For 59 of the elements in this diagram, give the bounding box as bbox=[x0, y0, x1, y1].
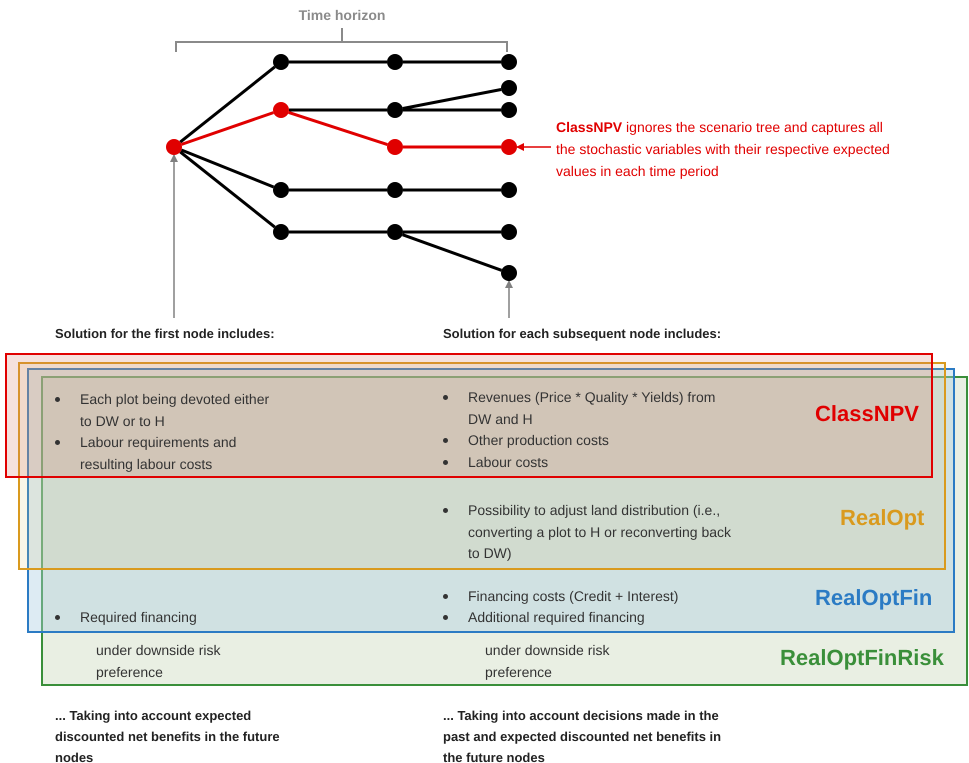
arrow bbox=[170, 154, 178, 318]
branch-line bbox=[288, 111, 388, 146]
bullet-text: Additional required financing bbox=[468, 608, 645, 627]
branch-line bbox=[289, 230, 387, 234]
annotation-text: ClassNPV ignores the scenario tree and captures all the stochastic variables with their respective expected values in each time period bbox=[556, 116, 901, 182]
model-box bbox=[41, 376, 968, 686]
bullet-text: Possibility to adjust land distribution (i.e., converting a plot to H or reconverting back to DW) bbox=[468, 501, 732, 563]
model-label: ClassNPV bbox=[815, 400, 920, 428]
branch-line bbox=[289, 60, 387, 64]
tree-node bbox=[501, 80, 517, 96]
bullet-text: Other production costs bbox=[468, 431, 609, 450]
tree-node bbox=[387, 182, 403, 198]
arrow bbox=[516, 143, 551, 151]
tree-node bbox=[387, 102, 403, 118]
tree-node bbox=[501, 182, 517, 198]
tree-node bbox=[501, 224, 517, 240]
bullet-text: Labour requirements and resulting labour costs bbox=[80, 433, 238, 474]
bullet-text: Required financing bbox=[80, 608, 197, 627]
tree-node bbox=[501, 102, 517, 118]
tree-node bbox=[273, 54, 289, 70]
tree-node bbox=[501, 139, 517, 155]
tree-node bbox=[273, 224, 289, 240]
model-box bbox=[5, 353, 933, 478]
tree-node bbox=[501, 265, 517, 281]
model-label: RealOptFin bbox=[815, 584, 934, 612]
branch-line bbox=[403, 146, 501, 148]
bullet-text: Each plot being devoted either to DW or to H bbox=[80, 390, 270, 430]
tree-node bbox=[387, 139, 403, 155]
footnote-text: ... Taking into account expected discounted net benefits in the future nodes bbox=[55, 707, 281, 763]
bullet-text: Labour costs bbox=[468, 453, 548, 472]
branch-line bbox=[181, 111, 274, 146]
branch-line bbox=[403, 230, 501, 234]
caption-text: Solution for each subsequent node includes: bbox=[443, 324, 783, 344]
footnote-text: ... Taking into account decisions made in the past and expected discounted net benefits in the future nodes bbox=[443, 707, 722, 763]
branch-line bbox=[180, 148, 274, 188]
branch-line bbox=[402, 233, 502, 272]
bullet-text: Revenues (Price * Quality * Yields) from DW and H bbox=[468, 388, 716, 428]
tree-node bbox=[166, 139, 182, 155]
branch-line bbox=[179, 150, 276, 228]
branch-line bbox=[179, 66, 276, 144]
model-label: RealOpt bbox=[840, 504, 926, 532]
model-label: RealOptFinRisk bbox=[780, 644, 945, 672]
tree-node bbox=[387, 224, 403, 240]
tree-node bbox=[501, 54, 517, 70]
tree-node bbox=[387, 54, 403, 70]
body-text: under downside risk preference bbox=[485, 641, 611, 682]
tree-node bbox=[273, 102, 289, 118]
tree-node bbox=[273, 182, 289, 198]
branch-line bbox=[403, 60, 501, 64]
arrow bbox=[505, 280, 513, 318]
caption-text: Solution for the first node includes: bbox=[55, 324, 355, 344]
branch-line bbox=[289, 188, 387, 192]
bullet-text: Financing costs (Credit + Interest) bbox=[468, 587, 678, 606]
branch-line bbox=[402, 88, 502, 110]
axis-label: Time horizon bbox=[298, 6, 386, 25]
branch-line bbox=[289, 108, 387, 112]
branch-line bbox=[403, 188, 501, 192]
branch-line bbox=[403, 108, 501, 112]
body-text: under downside risk preference bbox=[96, 641, 222, 682]
